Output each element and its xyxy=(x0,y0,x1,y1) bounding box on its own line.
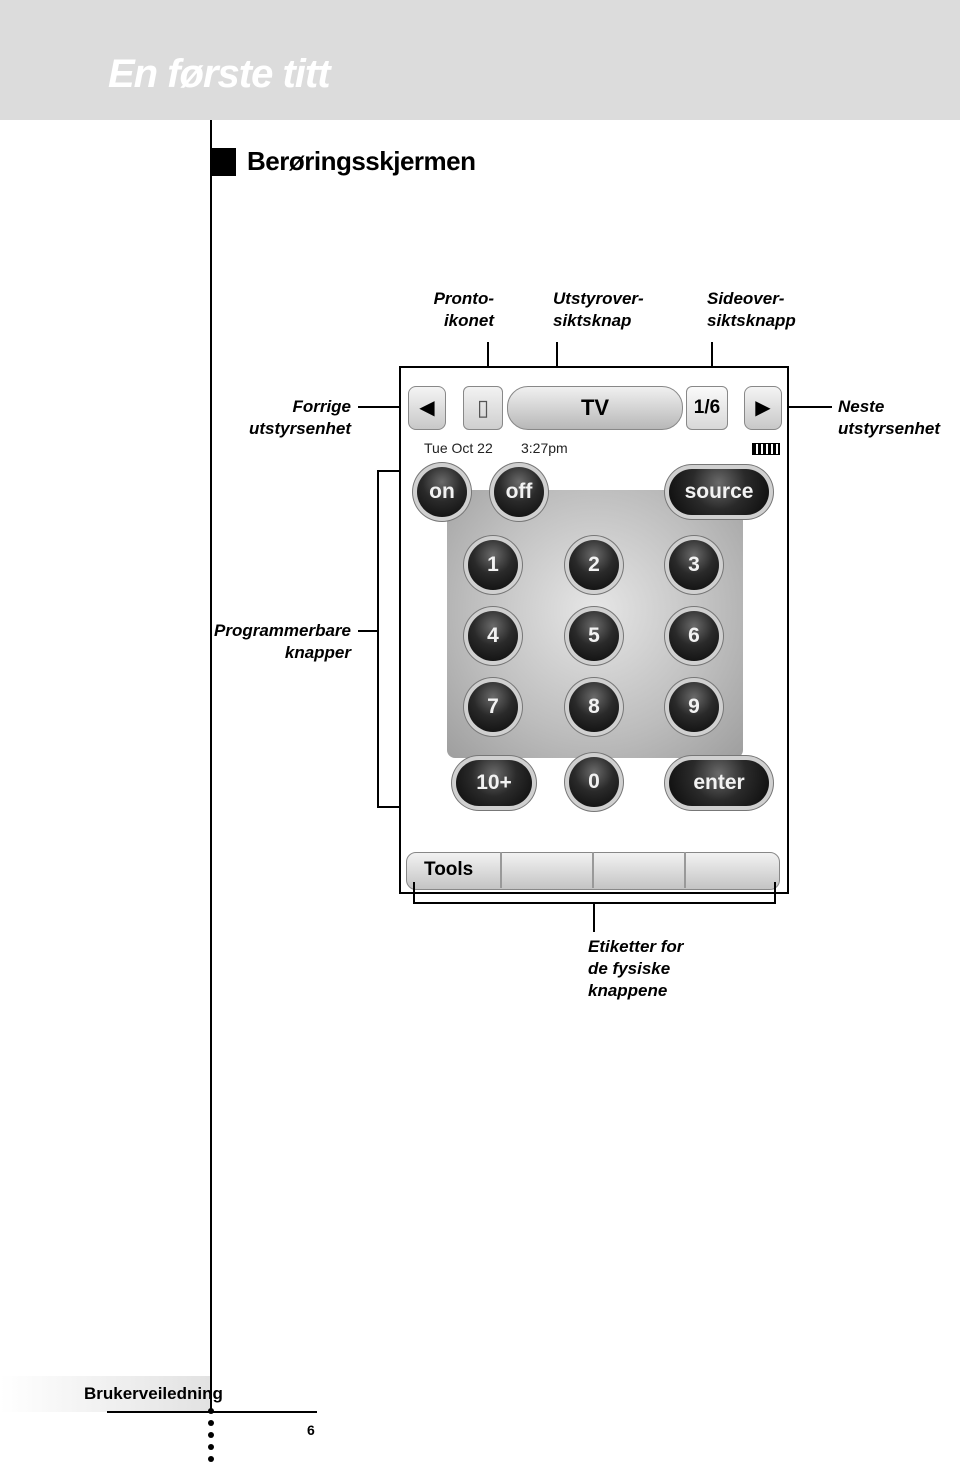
digit-1-button[interactable]: 1 xyxy=(468,540,518,590)
digit-2-button[interactable]: 2 xyxy=(569,540,619,590)
tab-empty[interactable] xyxy=(502,852,594,888)
leader-line xyxy=(770,406,832,408)
callout-pronto-icon: Pronto-ikonet xyxy=(433,289,494,330)
callout-device-overview: Utstyrover-siktsknap xyxy=(553,289,644,330)
source-button[interactable]: source xyxy=(669,469,769,515)
bracket-line xyxy=(377,470,415,472)
digit-9-button[interactable]: 9 xyxy=(669,682,719,732)
status-date: Tue Oct 22 xyxy=(424,440,493,456)
enter-button[interactable]: enter xyxy=(669,760,769,806)
margin-rule xyxy=(210,120,212,1410)
device-overview-button[interactable]: TV xyxy=(507,386,683,430)
bracket-line xyxy=(774,882,776,904)
digit-5-button[interactable]: 5 xyxy=(569,611,619,661)
ten-plus-button[interactable]: 10+ xyxy=(456,760,532,806)
next-device-button[interactable]: ▶ xyxy=(744,386,782,430)
page-overview-button[interactable]: 1/6 xyxy=(686,386,728,430)
leader-line xyxy=(593,902,595,932)
leader-line xyxy=(358,630,378,632)
bracket-line xyxy=(413,882,415,904)
pronto-icon[interactable]: ▯ xyxy=(463,386,503,430)
tab-empty[interactable] xyxy=(686,852,776,888)
tab-tools[interactable]: Tools xyxy=(408,852,502,888)
right-arrow-icon: ▶ xyxy=(755,397,771,419)
bracket-line xyxy=(377,806,415,808)
digit-7-button[interactable]: 7 xyxy=(468,682,518,732)
page-title: En første titt xyxy=(108,52,331,96)
dot xyxy=(208,1420,214,1426)
off-button[interactable]: off xyxy=(494,467,544,517)
on-button[interactable]: on xyxy=(417,467,467,517)
bracket-line xyxy=(377,470,379,808)
digit-4-button[interactable]: 4 xyxy=(468,611,518,661)
section-title: Berøringsskjermen xyxy=(247,146,476,176)
leader-line xyxy=(358,406,410,408)
previous-device-button[interactable]: ◀ xyxy=(408,386,446,430)
header-band xyxy=(0,0,960,120)
tab-empty[interactable] xyxy=(594,852,686,888)
digit-6-button[interactable]: 6 xyxy=(669,611,719,661)
callout-page-overview: Sideover-siktsknapp xyxy=(707,289,796,330)
dot xyxy=(208,1408,214,1414)
digit-3-button[interactable]: 3 xyxy=(669,540,719,590)
digit-8-button[interactable]: 8 xyxy=(569,682,619,732)
digit-0-button[interactable]: 0 xyxy=(569,757,619,807)
manual-name: Brukerveiledning xyxy=(84,1384,223,1403)
dot xyxy=(208,1432,214,1438)
section-marker xyxy=(211,148,236,176)
page-number: 6 xyxy=(307,1422,315,1438)
dot xyxy=(208,1456,214,1462)
left-arrow-icon: ◀ xyxy=(419,397,435,419)
dot xyxy=(208,1444,214,1450)
battery-icon xyxy=(752,443,780,455)
status-time: 3:27pm xyxy=(521,440,568,456)
